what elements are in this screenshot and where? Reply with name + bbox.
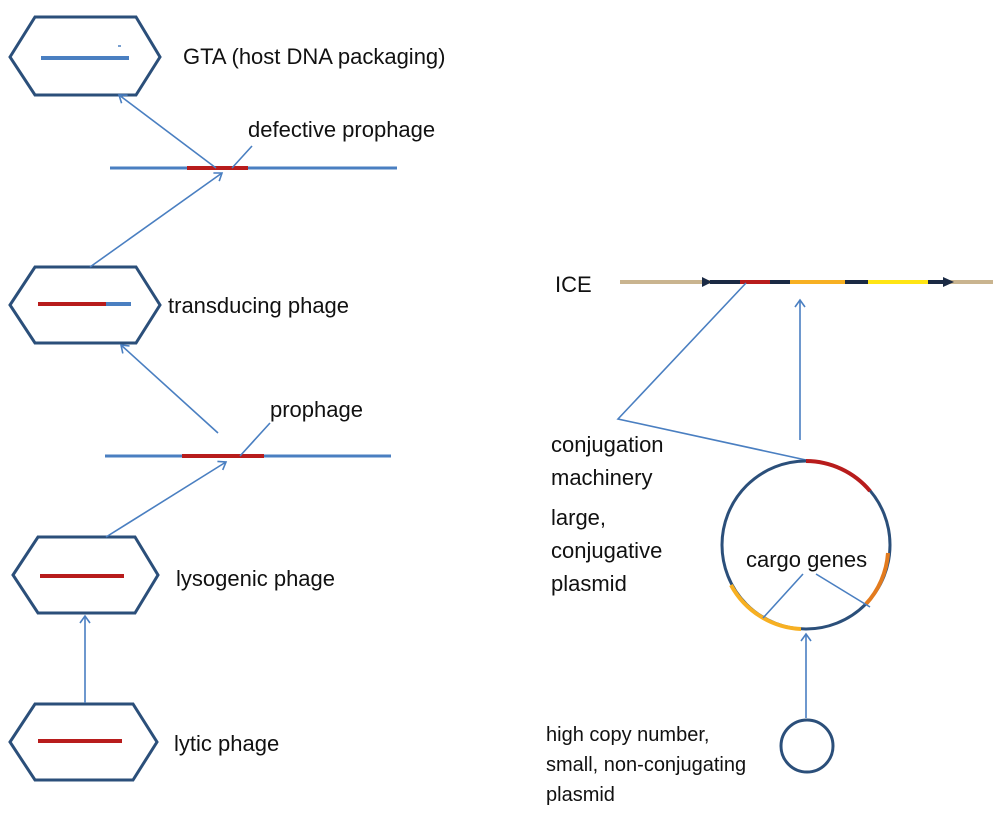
conjugation-machinery-pointer xyxy=(616,282,807,461)
gta-label: GTA (host DNA packaging) xyxy=(183,44,446,69)
ice-label: ICE xyxy=(555,272,592,297)
small-plasmid-icon xyxy=(779,718,835,774)
cargo-genes-pointer xyxy=(762,573,804,619)
defective-prophage-chromosome xyxy=(110,145,397,170)
lysogenic-phage-label: lysogenic phage xyxy=(176,566,335,591)
small-plasmid-label-line-1: high copy number, xyxy=(546,724,709,746)
small-plasmid-label-line-2: small, non-conjugating xyxy=(546,754,746,776)
plasmid-conjugation-module xyxy=(805,459,872,493)
lytic-phage xyxy=(8,702,159,782)
lysogenic-phage xyxy=(11,535,160,615)
plasmid-cargo-orange xyxy=(864,552,890,606)
arrow-up-icon xyxy=(119,344,219,434)
small-plasmid-label-line-3: plasmid xyxy=(546,784,615,806)
prophage-pointer xyxy=(239,422,271,457)
arrow-up-icon xyxy=(105,460,228,538)
lytic-phage-label: lytic phage xyxy=(174,731,279,756)
cargo-genes-pointer xyxy=(815,573,871,608)
transducing-phage xyxy=(8,265,162,345)
ice-right-arrowhead xyxy=(943,277,954,287)
plasmid-cargo-yellow xyxy=(729,584,802,631)
prophage-label: prophage xyxy=(270,397,363,422)
defective-prophage-pointer xyxy=(231,145,253,169)
conjugation-machinery-label-line-2: machinery xyxy=(551,465,652,490)
transducing-phage-label: transducing phage xyxy=(168,293,349,318)
conjugation-machinery-label-line-1: conjugation xyxy=(551,432,664,457)
defective-prophage-label: defective prophage xyxy=(248,117,435,142)
arrow-up-icon xyxy=(117,94,217,169)
cargo-genes-label: cargo genes xyxy=(746,547,867,572)
prophage-chromosome xyxy=(105,422,391,458)
ice-element xyxy=(620,277,993,287)
arrow-up-icon xyxy=(89,172,224,268)
large-plasmid-label-line-2: conjugative xyxy=(551,538,662,563)
large-plasmid-label-line-3: plasmid xyxy=(551,571,627,596)
gta-capsid xyxy=(8,15,162,97)
large-conjugative-plasmid xyxy=(720,459,892,631)
large-plasmid-label-line-1: large, xyxy=(551,505,606,530)
